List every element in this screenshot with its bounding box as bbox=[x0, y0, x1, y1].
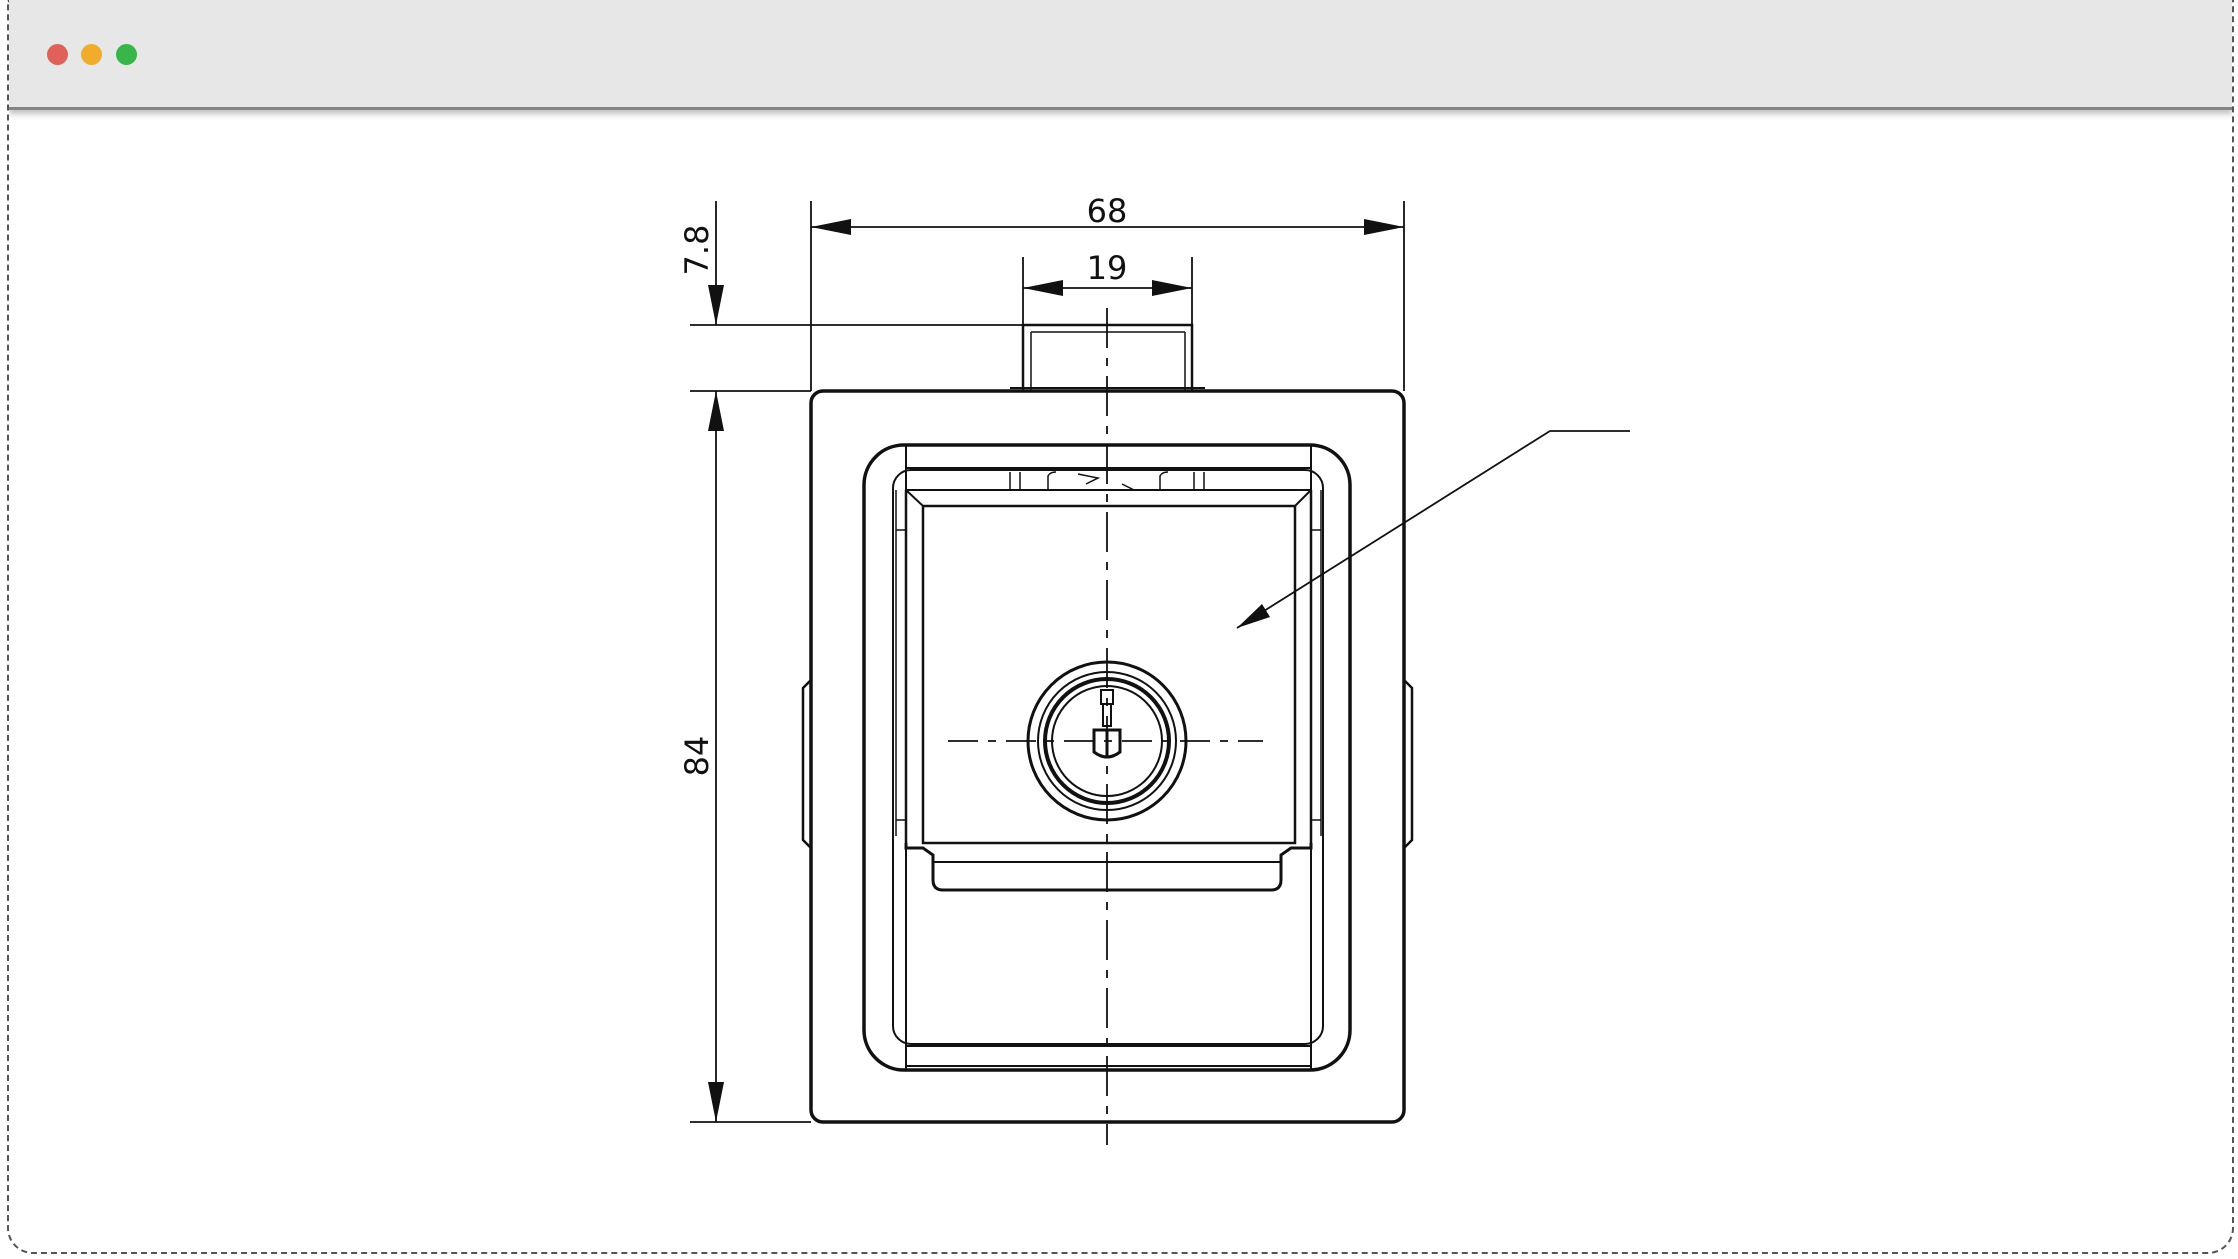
leader-arrowhead bbox=[1237, 604, 1270, 628]
inner-recess bbox=[892, 469, 1324, 1045]
dim-label-overall-height: 84 bbox=[678, 736, 716, 777]
left-side-tab bbox=[801, 679, 812, 849]
dim-label-key-housing-height: 7.8 bbox=[678, 225, 716, 276]
leader-line bbox=[1236, 430, 1630, 629]
title-bar bbox=[9, 0, 2232, 110]
dimension-lines bbox=[690, 201, 1630, 1123]
dim-label-overall-width: 68 bbox=[1087, 192, 1128, 230]
dim-label-key-housing-width: 19 bbox=[1087, 249, 1128, 287]
maximize-window-icon[interactable] bbox=[116, 44, 137, 65]
right-side-tab bbox=[1403, 679, 1414, 849]
center-lines bbox=[948, 308, 1263, 1145]
close-window-icon[interactable] bbox=[47, 44, 68, 65]
minimize-window-icon[interactable] bbox=[81, 44, 102, 65]
